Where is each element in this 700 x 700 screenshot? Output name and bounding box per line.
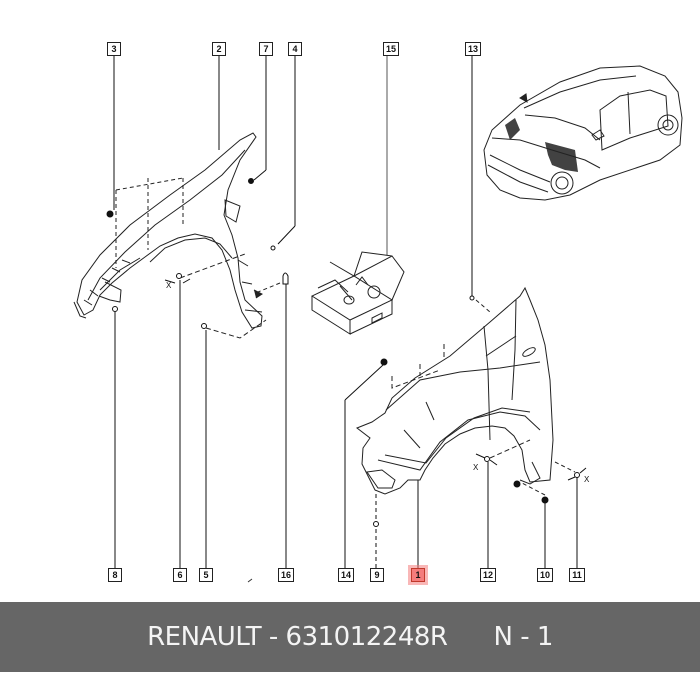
parts-box-drawing [310, 251, 405, 335]
callout-16[interactable]: 16 [278, 568, 294, 582]
callout-1-highlighted[interactable]: 1 [411, 568, 425, 582]
part-number: 631012248R [285, 622, 448, 652]
dimension-mark-x: X [166, 281, 172, 290]
separator [278, 622, 286, 652]
callout-14[interactable]: 14 [338, 568, 354, 582]
callout-6[interactable]: 6 [173, 568, 187, 582]
callout-4[interactable]: 4 [288, 42, 302, 56]
right-fender-drawing [355, 286, 576, 496]
callout-15[interactable]: 15 [383, 42, 399, 56]
car-locator-drawing [483, 65, 683, 201]
callout-2[interactable]: 2 [212, 42, 226, 56]
brand-name: RENAULT [147, 622, 262, 652]
part-info-banner: RENAULT - 631012248R N - 1 [0, 602, 700, 672]
callout-9[interactable]: 9 [370, 568, 384, 582]
callout-13[interactable]: 13 [465, 42, 481, 56]
stray-mark [247, 578, 253, 583]
callout-8[interactable]: 8 [108, 568, 122, 582]
callout-10[interactable]: 10 [537, 568, 553, 582]
separator [261, 622, 269, 652]
callout-11[interactable]: 11 [569, 568, 585, 582]
separator-dash: - [268, 622, 278, 652]
diagram-drawing: X [73, 56, 683, 583]
callout-5[interactable]: 5 [199, 568, 213, 582]
callout-12[interactable]: 12 [480, 568, 496, 582]
car-highlight-fender [505, 118, 578, 172]
dimension-mark-x: X [473, 463, 479, 472]
position-label: N - 1 [493, 622, 554, 652]
dimension-mark-x: X [584, 475, 590, 484]
parts-diagram: X [73, 42, 683, 583]
callout-7[interactable]: 7 [259, 42, 273, 56]
left-fender-drawing [73, 132, 281, 339]
callout-3[interactable]: 3 [107, 42, 121, 56]
